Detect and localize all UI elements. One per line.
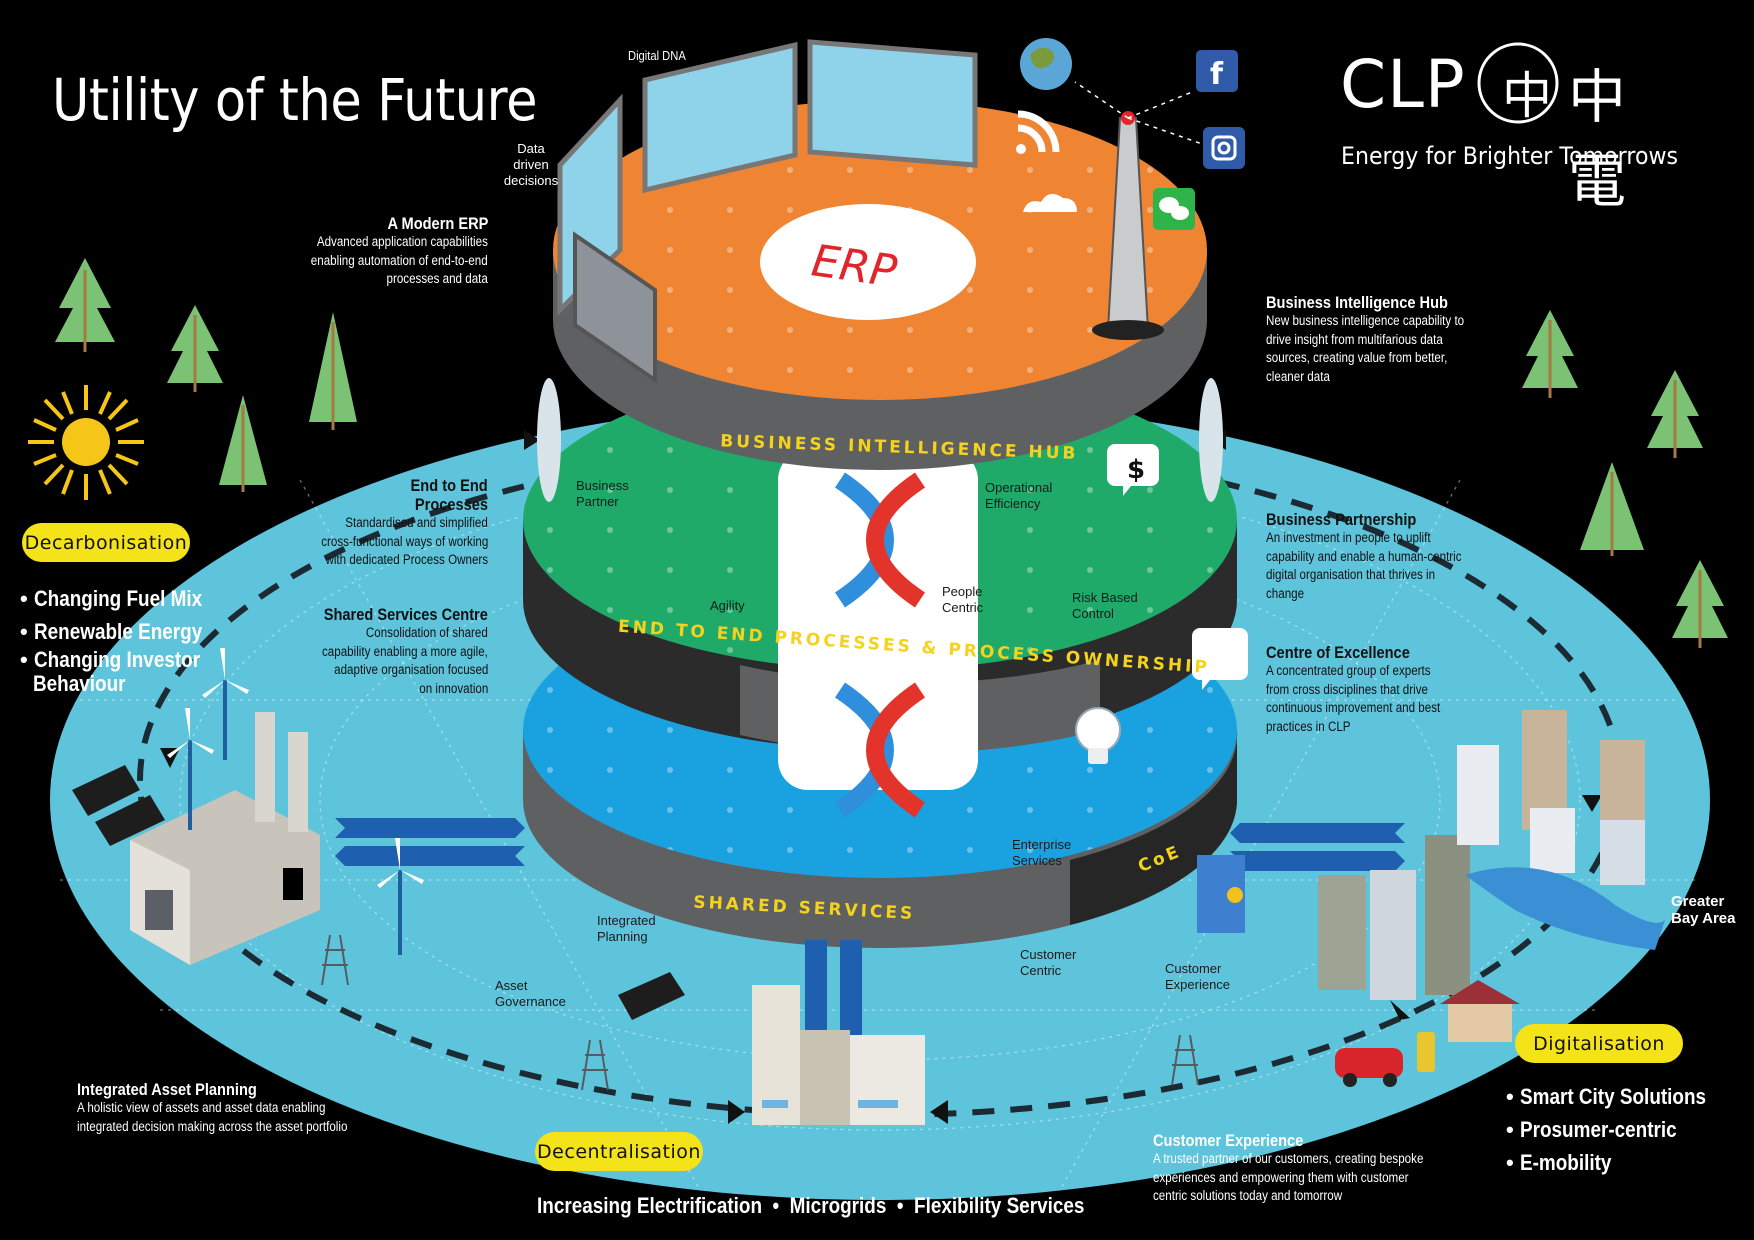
arrow-icon <box>1390 1000 1410 1020</box>
microgrid-building-icon <box>752 985 925 1125</box>
turbine-blades <box>167 648 424 888</box>
wind-turbine-icon <box>188 680 402 955</box>
digital-dna-screens <box>557 39 978 384</box>
callout-bi-hub: Business Intelligence Hub New business i… <box>1266 293 1546 386</box>
label-enterprise-services: Enterprise Services <box>1012 837 1072 868</box>
portal-left <box>537 378 561 502</box>
callout-integrated-asset-planning: Integrated Asset Planning A holistic vie… <box>77 1080 348 1134</box>
brand-emblem: 中 <box>1502 67 1552 125</box>
callout-heading: A Modern ERP <box>387 214 488 233</box>
arrow-icon <box>524 430 540 450</box>
power-cabinet-icon <box>1197 855 1245 933</box>
instagram-glyph <box>1211 135 1237 161</box>
label-business-partner: Business Partner <box>576 478 629 509</box>
callout-e2e-processes: End to End Processes Standardised and si… <box>320 476 488 567</box>
bullet-item: • Renewable Energy <box>20 619 203 644</box>
brand-chinese: 中電 <box>1568 63 1627 215</box>
tower-links <box>1074 81 1206 146</box>
coe-rim <box>1070 730 1238 925</box>
bullet-item: • E-mobility <box>1506 1150 1612 1175</box>
speech-bubble-icon <box>1192 628 1248 690</box>
sun-icon <box>28 385 144 500</box>
label-digital-dna: Digital DNA <box>628 48 686 63</box>
power-plant-icon <box>130 712 320 965</box>
brand-name: CLP <box>1340 46 1466 123</box>
label-risk-based-control: Risk Based Control <box>1072 590 1138 621</box>
bullet-item: • Changing Fuel Mix <box>20 586 203 611</box>
label-integrated-planning: Integrated Planning <box>597 913 656 944</box>
theme-pill-decarbonisation: Decarbonisation <box>22 523 190 562</box>
antenna-tower-icon <box>1092 111 1164 340</box>
label-customer-centric: Customer Centric <box>1020 947 1077 978</box>
lightbulb-icon <box>1075 707 1121 764</box>
callout-heading: Business Intelligence Hub <box>1266 293 1448 312</box>
bullet-item: • Prosumer-centric <box>1506 1117 1677 1142</box>
decentralisation-bullets: Increasing Electrification • Microgrids … <box>537 1193 1174 1219</box>
clp-emblem-icon <box>1477 42 1559 124</box>
theme-pill-digitalisation: Digitalisation <box>1515 1024 1683 1063</box>
callout-body: New business intelligence capability to … <box>1266 313 1465 384</box>
city-skyline-icon <box>1318 710 1645 1000</box>
energy-flow-chevrons-down <box>805 940 862 1050</box>
energy-flow-chevrons-right <box>1230 823 1405 871</box>
label-people-centric: People Centric <box>942 584 984 615</box>
digitalisation-bullets: • Smart City Solutions • Prosumer-centri… <box>1506 1080 1736 1179</box>
arrow-icon <box>1582 795 1602 812</box>
speech-bubble-dollar-icon <box>1107 444 1159 496</box>
callout-customer-experience: Customer Experience A trusted partner of… <box>1153 1131 1424 1203</box>
decarbonisation-bullets: • Changing Fuel Mix • Renewable Energy •… <box>20 582 229 696</box>
erp-badge <box>760 204 976 320</box>
facebook-icon <box>1196 50 1238 92</box>
label-asset-governance: Asset Governance <box>495 978 566 1009</box>
label-greater-bay-area: Greater Bay Area <box>1671 893 1736 927</box>
helix-column <box>778 450 978 790</box>
callout-centre-of-excellence: Centre of Excellence A concentrated grou… <box>1266 643 1441 734</box>
callout-business-partnership: Business Partnership An investment in pe… <box>1266 510 1462 601</box>
ev-charger-icon <box>1417 1032 1435 1072</box>
transmission-pylon-icon <box>321 934 1199 1091</box>
river <box>1465 867 1665 950</box>
bullet-item: • Changing Investor <box>20 647 200 672</box>
instagram-lens <box>1217 141 1231 155</box>
instagram-icon <box>1203 127 1245 169</box>
arrow-icon <box>728 1100 745 1124</box>
callout-body: Advanced application capabilities enabli… <box>311 234 488 286</box>
theme-pill-decentralisation: Decentralisation <box>535 1132 703 1171</box>
clp-logo: CLP 中 中電 <box>1340 46 1680 215</box>
arrow-icon <box>930 1100 948 1124</box>
wechat-bubble <box>1171 206 1189 220</box>
solar-panel-icon <box>72 765 685 1020</box>
label-data-driven-decisions: Data driven decisions <box>503 141 559 188</box>
bullet-item: • Smart City Solutions <box>1506 1084 1706 1109</box>
house-icon <box>1440 980 1520 1042</box>
dollar-glyph: $ <box>1127 455 1145 485</box>
label-agility: Agility <box>710 598 745 613</box>
wifi-dot <box>1016 144 1026 154</box>
globe-land <box>1030 47 1054 69</box>
clp-helix-icon <box>834 472 926 818</box>
label-customer-experience: Customer Experience <box>1165 961 1231 992</box>
wifi-icon <box>1017 110 1060 153</box>
bullet-item: Behaviour <box>33 671 126 696</box>
brand-tagline: Energy for Brighter Tomorrows <box>1341 142 1679 170</box>
callout-shared-services-centre: Shared Services Centre Consolidation of … <box>322 605 488 696</box>
bullet-item: Increasing Electrification • Microgrids … <box>537 1193 1085 1218</box>
electric-car-icon <box>1335 1048 1403 1087</box>
callout-modern-erp: A Modern ERP Advanced application capabi… <box>240 214 488 289</box>
cloud-icon <box>1023 193 1077 212</box>
label-operational-efficiency: Operational Efficiency <box>985 480 1053 511</box>
erp-label: ERP <box>809 235 901 297</box>
tree-trunk <box>83 270 1702 648</box>
energy-flow-chevrons-left <box>335 818 525 866</box>
page-title: Utility of the Future <box>52 66 538 134</box>
portal-right <box>1199 378 1223 502</box>
facebook-glyph: f <box>1210 57 1224 92</box>
